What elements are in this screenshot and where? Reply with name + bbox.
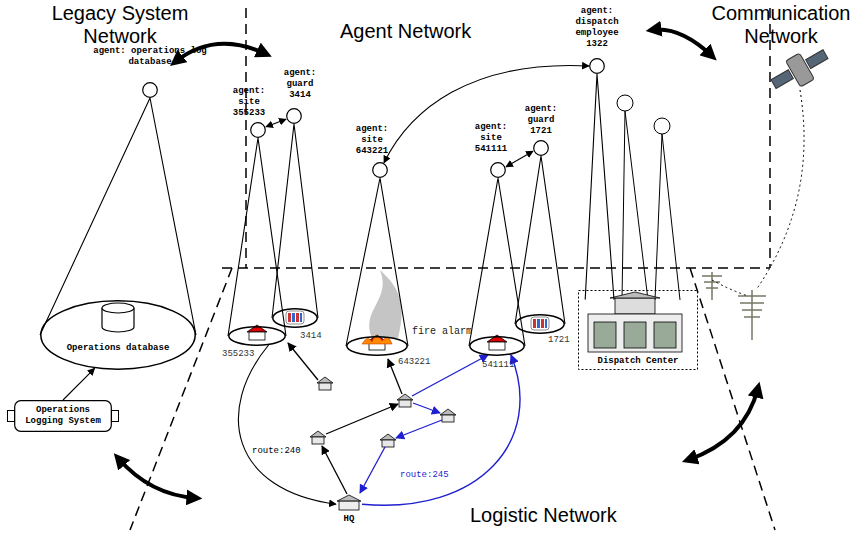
agent-circle: agent: guard 1721 xyxy=(533,140,549,156)
connector xyxy=(238,345,336,504)
agent-cone xyxy=(346,178,408,346)
agent-circle: agent: guard 3414 xyxy=(286,108,302,124)
node-text: agent: guard 1721 xyxy=(521,104,561,137)
agent-circle: agent: site 643221 xyxy=(372,162,388,178)
agent-circle-outline xyxy=(490,162,506,178)
box-tab xyxy=(7,410,15,422)
guard-icon xyxy=(531,317,549,330)
node-text: agent: dispatch employee 1322 xyxy=(571,6,623,50)
agent-circle-outline xyxy=(372,162,388,178)
entity-ellipse-outline xyxy=(346,336,408,356)
entity-ellipse-outline xyxy=(515,314,565,334)
network-title: Logistic Network xyxy=(470,504,640,527)
node-text: fire alarm xyxy=(412,326,474,338)
node-text: agent: site 355233 xyxy=(228,86,270,119)
network-boundary xyxy=(130,8,775,530)
entity-ellipse-outline xyxy=(40,300,196,370)
system-box: Operations Logging System xyxy=(14,400,112,432)
connector xyxy=(506,151,533,167)
node-text: 355233 xyxy=(222,349,262,360)
entity-ellipse: 355233 xyxy=(228,326,286,346)
satellite xyxy=(767,42,834,98)
agent-cone xyxy=(515,156,565,324)
node-text: agent: site 643221 xyxy=(351,124,393,157)
node-text: agent: guard 3414 xyxy=(280,68,320,101)
node-text: agent: operations log database xyxy=(90,46,210,68)
connector xyxy=(362,355,520,505)
agent-circle-outline xyxy=(250,122,266,138)
route-label: route:240 xyxy=(250,446,303,457)
radio-link xyxy=(712,90,804,296)
logistic-route xyxy=(288,343,488,494)
database-cylinder xyxy=(102,303,134,332)
node-text: HQ xyxy=(331,514,367,525)
entity-ellipse: fire alarm643221 xyxy=(346,336,408,356)
agent-circle: agent: site 355233 xyxy=(250,122,266,138)
dispatch-building xyxy=(588,292,682,352)
node-text: Operations database xyxy=(40,343,196,354)
logistic-house xyxy=(310,377,456,447)
node-text: Dispatch Center xyxy=(578,356,698,367)
node-text: 1721 xyxy=(548,335,578,346)
connector xyxy=(63,368,95,400)
route-label: route:245 xyxy=(398,470,451,481)
guard-icon xyxy=(286,311,304,324)
dispatch-agent xyxy=(617,95,680,300)
entity-ellipse: 1721 xyxy=(515,314,565,334)
antenna xyxy=(702,272,766,340)
agent-cone xyxy=(40,98,196,335)
dispatch-center: Dispatch Center xyxy=(578,290,698,370)
agent-circle-outline xyxy=(589,58,605,74)
entity-ellipse: 3414 xyxy=(272,308,318,328)
agent-cone xyxy=(585,74,614,300)
entity-ellipse: 541111 xyxy=(469,336,525,356)
entity-ellipse-outline xyxy=(272,308,318,328)
agent-circle-outline xyxy=(142,82,158,98)
entity-ellipse: Operations database xyxy=(40,300,196,370)
agent-cone xyxy=(272,124,318,318)
box-tab xyxy=(111,410,119,422)
network-title: Communication Network xyxy=(700,2,862,48)
node-text: 3414 xyxy=(300,331,330,342)
connector xyxy=(266,119,286,127)
agent-circle: agent: site 541111 xyxy=(490,162,506,178)
agent-circle: agent: operations log database xyxy=(142,82,158,98)
agent-cone xyxy=(228,138,286,336)
network-title: Legacy System Network xyxy=(28,2,212,48)
hq-house-outline xyxy=(336,494,362,511)
node-text: agent: site 541111 xyxy=(470,122,512,155)
agent-circle-outline xyxy=(286,108,302,124)
connector xyxy=(384,66,589,163)
node-text: 541111 xyxy=(482,360,522,371)
node-text: 643221 xyxy=(398,357,438,368)
network-title: Agent Network xyxy=(340,20,510,43)
agent-circle: agent: dispatch employee 1322 xyxy=(589,58,605,74)
hq-house: HQ xyxy=(336,494,362,511)
agent-circle-outline xyxy=(533,140,549,156)
node-text: Operations Logging System xyxy=(22,405,104,427)
entity-ellipse-outline xyxy=(228,326,286,346)
network-exchange-arrow xyxy=(118,30,758,498)
entity-ellipse-outline xyxy=(469,336,525,356)
